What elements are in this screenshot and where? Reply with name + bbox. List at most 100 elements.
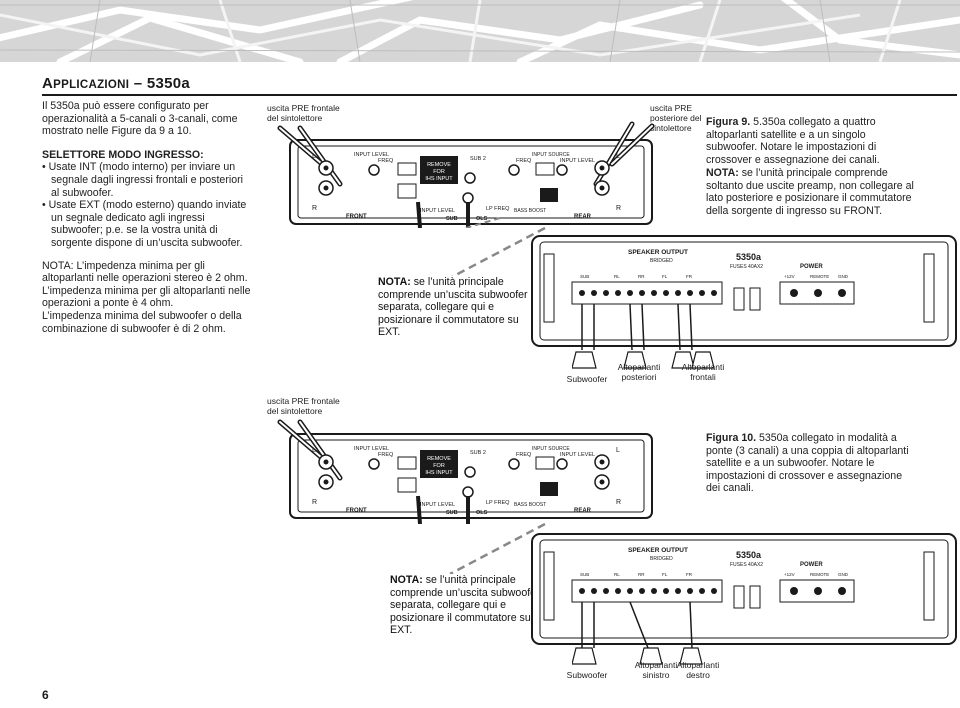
amp10-remove-text: REMOVE <box>427 456 451 462</box>
power-term-remote-10: REMOTE <box>810 572 829 577</box>
amp-l-left: L <box>312 153 316 160</box>
amp-sub: SUB <box>446 216 458 222</box>
fig9-label-pre-front: uscita PRE frontale del sintolettore <box>267 103 340 123</box>
amp10-l-left: L <box>312 447 316 454</box>
impedance-note-stereo: NOTA: L’impedenza minima per gli altopar… <box>42 259 248 285</box>
fig9-preamp-note: NOTA: se l’unità principale comprende so… <box>706 167 914 217</box>
amp-model-badge-10: 5350a <box>736 550 762 560</box>
selector-heading: SELETTORE MODO INGRESSO: <box>42 148 204 161</box>
amp-hl-input-text: IHS INPUT <box>425 176 453 182</box>
speaker-output-title-10: SPEAKER OUTPUT <box>628 547 688 554</box>
amp-freq-right: FREQ <box>516 158 532 164</box>
fig10-speaker-subwoofer: Subwoofer <box>566 670 608 680</box>
bridged-label: BRIDGED <box>650 258 673 264</box>
impedance-notes: NOTA: L’impedenza minima per gli altopar… <box>42 260 254 336</box>
fig10-caption: Figura 10. 5350a collegato in modalità a… <box>706 432 909 495</box>
amp10-r-right: R <box>616 499 621 506</box>
amp10-for-text: FOR <box>433 463 445 469</box>
amp-input-level-right: INPUT LEVEL <box>560 158 595 164</box>
section-title: APPLICAZIONI – 5350a <box>42 75 191 92</box>
channel-rr-10: RR <box>638 572 645 577</box>
amp10-sub: SUB <box>446 510 458 516</box>
amp10-r-left: R <box>312 499 317 506</box>
selector-item-ext: • Usate EXT (modo esterno) quando inviat… <box>42 199 247 249</box>
amp10-ols: OLS <box>476 510 488 516</box>
fig10-speakers <box>572 647 703 665</box>
fig10-label-pre-front: uscita PRE frontale del sintolettore <box>267 396 340 416</box>
amp10-input-source: INPUT SOURCE <box>532 446 570 452</box>
amp10-freq-right: FREQ <box>516 452 532 458</box>
amp-front: FRONT <box>346 214 367 220</box>
channel-sub-10: SUB <box>580 572 589 577</box>
header-map-texture <box>0 0 960 62</box>
amp10-input-level-mid: INPUT LEVEL <box>420 502 455 508</box>
amp-lp-freq: LP FREQ <box>486 206 510 212</box>
amp-input-level-left: INPUT LEVEL <box>354 152 389 158</box>
amp-for-text: FOR <box>433 169 445 175</box>
fuses-label-10: FUSES 40AX2 <box>730 562 763 568</box>
amp10-sub2: SUB 2 <box>470 450 486 456</box>
amp-r-left: R <box>312 205 317 212</box>
amp-remove-text: REMOVE <box>427 162 451 168</box>
fig9-amp-output-panel: SPEAKER OUTPUT BRIDGED 5350a FUSES 40AX2… <box>531 235 957 350</box>
amp10-bass-boost: BASS BOOST <box>514 502 546 508</box>
power-term-12v: +12V <box>784 274 795 279</box>
amp-input-source: INPUT SOURCE <box>532 152 570 158</box>
fig10-speaker-right: Altoparlanti destro <box>676 660 720 680</box>
selector-list: • Usate INT (modo interno) per inviare u… <box>42 161 254 249</box>
amp10-rear: REAR <box>574 508 592 514</box>
speaker-output-title: SPEAKER OUTPUT <box>628 249 688 256</box>
fig10-dashed-link <box>449 522 546 576</box>
power-label-10: POWER <box>800 562 823 568</box>
amp-r-right: R <box>616 205 621 212</box>
amp-rear: REAR <box>574 214 592 220</box>
fig9-dashed-link <box>449 226 546 280</box>
amp10-l-right: L <box>616 447 620 454</box>
fig9-caption: Figura 9. 5.350a collegato a quattro alt… <box>706 116 880 166</box>
amp10-lp-freq: LP FREQ <box>486 500 510 506</box>
fig9-sub-note: NOTA: se l’unità principale comprende un… <box>378 276 528 339</box>
intro-paragraph: Il 5350a può essere configurato per oper… <box>42 100 238 138</box>
amp10-input-level-right: INPUT LEVEL <box>560 452 595 458</box>
page-number: 6 <box>42 688 49 702</box>
amp-freq-left: FREQ <box>378 158 394 164</box>
fig10-speaker-left: Altoparlanti sinistro <box>634 660 678 680</box>
channel-fl: FL <box>662 274 668 279</box>
fig9-speaker-subwoofer: Subwoofer <box>566 374 608 384</box>
amp10-input-level-left: INPUT LEVEL <box>354 446 389 452</box>
left-column: Il 5350a può essere configurato per oper… <box>42 100 254 335</box>
channel-fr-10: FR <box>686 572 693 577</box>
power-label: POWER <box>800 264 823 270</box>
amp10-hl-input-text: IHS INPUT <box>425 470 453 476</box>
amp-sub2: SUB 2 <box>470 156 486 162</box>
fig10-amp-input-panel: REMOVE FOR IHS INPUT L R L R INPUT LEVEL… <box>277 419 653 524</box>
power-term-12v-10: +12V <box>784 572 795 577</box>
bridged-label-10: BRIDGED <box>650 556 673 562</box>
selector-item-int: • Usate INT (modo interno) per inviare u… <box>42 161 243 199</box>
fig10-sub-note: NOTA: se l’unità principale comprende un… <box>390 574 540 637</box>
power-term-remote: REMOTE <box>810 274 829 279</box>
impedance-note-subwoofer: L’impedenza minima del subwoofer o della… <box>42 309 242 335</box>
channel-sub: SUB <box>580 274 589 279</box>
title-divider <box>42 94 957 96</box>
fuses-label: FUSES 40AX2 <box>730 264 763 270</box>
fig9-label-pre-rear: uscita PRE posteriore del sintolettore <box>650 103 702 133</box>
amp-l-right: L <box>616 153 620 160</box>
fig9-amp-input-panel: REMOVE FOR IHS INPUT L R L R INPUT LEVEL… <box>277 121 655 228</box>
fig9-speaker-rear: Altoparlanti posteriori <box>617 362 661 382</box>
channel-fl-10: FL <box>662 572 668 577</box>
channel-rr: RR <box>638 274 645 279</box>
channel-fr: FR <box>686 274 693 279</box>
amp-ols: OLS <box>476 216 488 222</box>
channel-rl-10: RL <box>614 572 620 577</box>
fig9-speaker-front: Altoparlanti frontali <box>681 362 725 382</box>
amp10-front: FRONT <box>346 508 367 514</box>
amp-model-badge: 5350a <box>736 252 762 262</box>
power-term-gnd: GND <box>838 274 849 279</box>
fig10-amp-output-panel: SPEAKER OUTPUT BRIDGED 5350a FUSES 40AX2… <box>531 533 957 648</box>
impedance-note-bridged: L’impedenza minima per gli altoparlanti … <box>42 284 251 310</box>
channel-rl: RL <box>614 274 620 279</box>
amp-bass-boost: BASS BOOST <box>514 208 546 214</box>
amp-input-level-mid: INPUT LEVEL <box>420 208 455 214</box>
fig9-speakers <box>572 351 715 369</box>
